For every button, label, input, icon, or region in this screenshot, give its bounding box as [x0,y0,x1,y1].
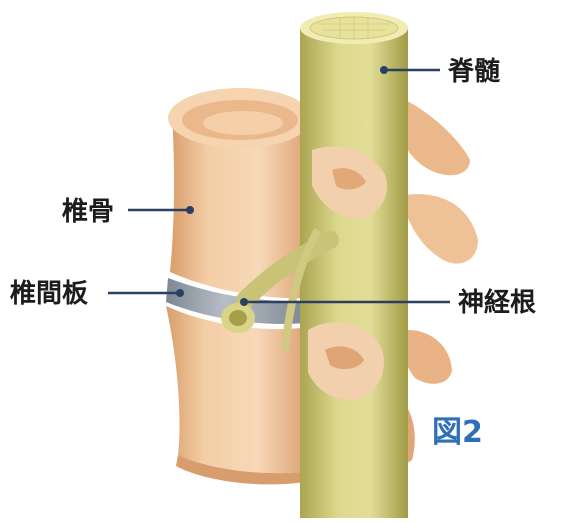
label-vertebra: 椎骨 [62,197,114,227]
label-disc: 椎間板 [10,279,88,309]
spinal-cord [300,12,408,518]
figure-number: 図2 [432,416,483,450]
label-nerve-root: 神経根 [458,288,536,318]
label-spinal-cord: 脊髄 [448,57,500,87]
